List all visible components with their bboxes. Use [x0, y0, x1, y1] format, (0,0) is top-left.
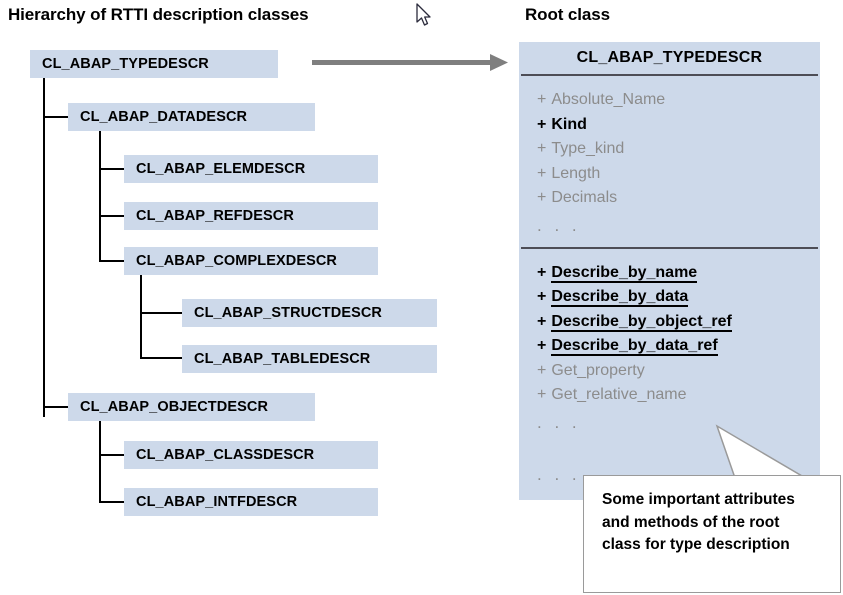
class-hierarchy-tree: CL_ABAP_TYPEDESCR CL_ABAP_DATADESCR CL_A… — [30, 50, 437, 516]
uml-methods-ellipsis: . . . — [537, 412, 581, 432]
visibility-marker: + — [537, 312, 547, 330]
tree-connector-trunk-datadescr — [99, 131, 101, 261]
callout-text: Some important attributes and methods of… — [602, 491, 795, 553]
tree-connector-to-datadescr — [43, 116, 68, 118]
tree-node-cl-abap-elemdescr[interactable]: CL_ABAP_ELEMDESCR — [124, 155, 378, 183]
callout-bubble: Some important attributes and methods of… — [583, 475, 841, 593]
method-name: Describe_by_object_ref — [551, 312, 732, 332]
page-title-root-class: Root class — [525, 5, 610, 24]
method-name: Describe_by_data_ref — [551, 337, 718, 356]
visibility-marker: + — [537, 386, 547, 403]
attribute-name: Decimals — [551, 189, 618, 206]
tree-node-cl-abap-tabledescr[interactable]: CL_ABAP_TABLEDESCR — [182, 345, 437, 373]
uml-class-box: CL_ABAP_TYPEDESCR +Absolute_Name +Kind +… — [519, 42, 820, 500]
uml-method-row[interactable]: +Describe_by_data — [537, 285, 820, 310]
visibility-marker: + — [537, 361, 547, 379]
tree-connector-to-complexdescr — [99, 260, 124, 262]
tree-node-cl-abap-typedescr[interactable]: CL_ABAP_TYPEDESCR — [30, 50, 278, 78]
uml-separator-methods — [521, 246, 818, 249]
uml-separator-title — [521, 74, 818, 76]
tree-connector-trunk-objectdescr — [99, 421, 101, 501]
tree-node-cl-abap-datadescr[interactable]: CL_ABAP_DATADESCR — [68, 103, 315, 131]
tree-connector-to-objectdescr — [43, 406, 68, 408]
method-name: Describe_by_data — [551, 288, 689, 307]
tree-connector-trunk-complexdescr — [140, 275, 142, 359]
uml-attribute-row[interactable]: +Type_kind — [537, 137, 820, 162]
uml-attributes-ellipsis: . . . — [537, 215, 581, 235]
uml-attribute-row[interactable]: +Absolute_Name — [537, 88, 820, 113]
visibility-marker: + — [537, 288, 547, 305]
visibility-marker: + — [537, 115, 547, 133]
relationship-arrow-icon — [312, 54, 508, 71]
attribute-name: Length — [551, 164, 601, 182]
arrow-pointer-cursor-icon — [416, 3, 431, 26]
method-name: Get_relative_name — [551, 386, 687, 403]
visibility-marker: + — [537, 164, 547, 182]
method-name: Describe_by_name — [551, 263, 698, 283]
tree-connector-to-structdescr — [140, 312, 182, 314]
visibility-marker: + — [537, 91, 547, 108]
tree-node-cl-abap-structdescr[interactable]: CL_ABAP_STRUCTDESCR — [182, 299, 437, 327]
attribute-name: Absolute_Name — [551, 91, 666, 108]
tree-node-cl-abap-classdescr[interactable]: CL_ABAP_CLASSDESCR — [124, 441, 378, 469]
uml-class-name: CL_ABAP_TYPEDESCR — [576, 49, 763, 66]
method-name: Get_property — [551, 361, 645, 379]
uml-method-row[interactable]: +Get_property — [537, 359, 820, 384]
uml-attribute-row[interactable]: +Length — [537, 162, 820, 187]
uml-method-row[interactable]: +Describe_by_name — [537, 261, 820, 286]
tree-node-cl-abap-intfdescr[interactable]: CL_ABAP_INTFDESCR — [124, 488, 378, 516]
tree-connector-to-tabledescr — [140, 357, 182, 359]
uml-method-row[interactable]: +Describe_by_object_ref — [537, 310, 820, 335]
tree-connector-to-elemdescr — [99, 168, 124, 170]
tree-connector-trunk-root — [43, 78, 45, 417]
uml-attributes-compartment: +Absolute_Name +Kind +Type_kind +Length … — [519, 76, 820, 247]
tree-connector-to-refdescr — [99, 215, 124, 217]
visibility-marker: + — [537, 263, 547, 281]
uml-attribute-row[interactable]: +Decimals — [537, 186, 820, 211]
uml-method-row[interactable]: +Get_relative_name — [537, 383, 820, 408]
visibility-marker: + — [537, 337, 547, 354]
attribute-name: Kind — [551, 115, 587, 133]
tree-connector-to-classdescr — [99, 454, 124, 456]
uml-attribute-row[interactable]: +Kind — [537, 113, 820, 138]
visibility-marker: + — [537, 189, 547, 206]
uml-footer-ellipsis: . . . — [537, 464, 581, 484]
page-title-hierarchy: Hierarchy of RTTI description classes — [8, 5, 309, 24]
tree-node-cl-abap-complexdescr[interactable]: CL_ABAP_COMPLEXDESCR — [124, 247, 378, 275]
tree-node-cl-abap-refdescr[interactable]: CL_ABAP_REFDESCR — [124, 202, 378, 230]
attribute-name: Type_kind — [551, 140, 625, 157]
uml-method-row[interactable]: +Describe_by_data_ref — [537, 334, 820, 359]
uml-methods-compartment: +Describe_by_name +Describe_by_data +Des… — [519, 249, 820, 490]
visibility-marker: + — [537, 140, 547, 157]
tree-node-cl-abap-objectdescr[interactable]: CL_ABAP_OBJECTDESCR — [68, 393, 315, 421]
tree-connector-to-intfdescr — [99, 501, 124, 503]
